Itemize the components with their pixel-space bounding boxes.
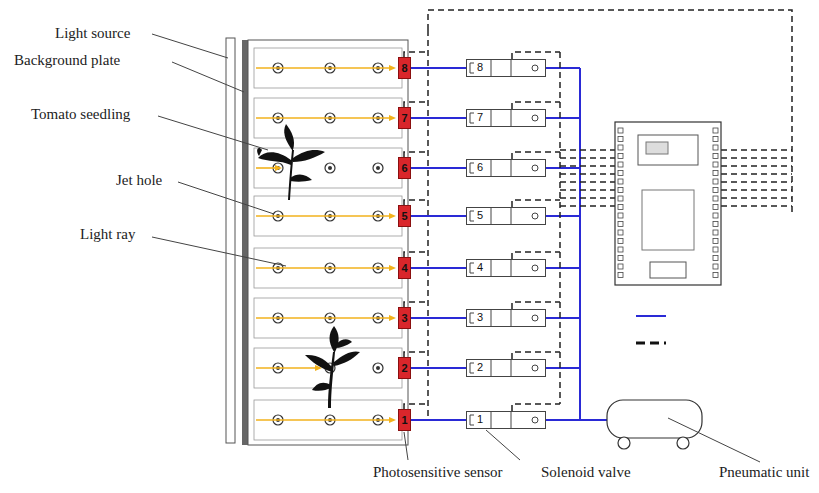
photosensitive-sensor: 4 [398,257,411,279]
tomato-seedling [305,326,360,408]
light-ray-head [389,65,396,71]
sensor-number: 3 [401,312,407,324]
legend-air-line [636,315,666,317]
jet-hole-center [328,166,332,170]
leader-lines [152,34,760,462]
light-ray-head [389,417,396,423]
photosensitive-sensor: 6 [398,157,411,179]
light-ray [256,317,392,319]
row-strip [254,348,402,388]
part-label: Background plate [13,52,121,69]
background-plate [242,40,248,445]
photosensitive-sensor: 2 [398,357,411,379]
valve-number: 6 [477,161,483,173]
part-label: Light source [54,25,131,42]
sensor-number: 5 [401,210,407,222]
sensor-number: 7 [401,112,407,124]
air-line [411,167,466,169]
sensor-number: 1 [401,414,407,426]
solenoid-valve: 4 [466,259,546,277]
light-ray [256,167,278,169]
air-line [411,419,466,421]
photosensitive-sensor: 1 [398,409,411,431]
photosensitive-sensor: 3 [398,307,411,329]
air-line [411,67,466,69]
light-ray-head [389,315,396,321]
air-line [411,215,466,217]
light-source [226,38,235,443]
row-strip [254,98,402,138]
tomato-seedling [257,124,325,200]
light-ray-head [389,265,396,271]
air-line [411,117,466,119]
solenoid-valve: 2 [466,359,546,377]
air-tank [607,400,702,449]
jet-hole-center [376,366,380,370]
valve-number: 2 [477,361,483,373]
row-strip [254,48,402,88]
part-label: Jet hole [115,172,163,189]
valve-number: 7 [477,111,483,123]
light-ray [256,117,392,119]
valve-number: 1 [477,413,483,425]
solenoid-valve: 1 [466,411,546,429]
photosensitive-sensor: 8 [398,57,411,79]
part-label: Tomato seedling [30,106,131,123]
light-ray [256,67,392,69]
photosensitive-sensor: 7 [398,107,411,129]
legend-signal-line [636,342,666,345]
solenoid-valve: 6 [466,159,546,177]
jet-hole-center [376,166,380,170]
row-strip [254,196,402,236]
light-ray-head [389,115,396,121]
photosensitive-sensor: 5 [398,205,411,227]
air-line [411,367,466,369]
jet-hole [325,163,335,173]
light-ray-head [275,165,282,171]
solenoid-valve: 5 [466,207,546,225]
valve-number: 3 [477,311,483,323]
row-strip [254,248,402,288]
sensor-number: 6 [401,162,407,174]
light-ray [256,267,392,269]
air-line [411,267,466,269]
jet-hole [373,363,383,373]
sensor-number: 4 [401,262,407,274]
part-label: Photosensitive sensor [372,464,504,481]
row-strip [254,148,402,188]
light-ray [256,419,392,421]
valve-number: 8 [477,61,483,73]
light-ray-head [389,213,396,219]
part-label: Pneumatic unit [718,464,810,481]
valve-number: 5 [477,209,483,221]
solenoid-valve: 3 [466,309,546,327]
air-line [411,317,466,319]
controller-board [615,122,721,285]
frame [248,40,408,445]
solenoid-valve: 8 [466,59,546,77]
row-strip [254,298,402,338]
light-ray [256,215,392,217]
sensor-number: 2 [401,362,407,374]
part-label: Light ray [79,226,136,243]
sensor-number: 8 [401,62,407,74]
jet-hole [373,163,383,173]
valve-number: 4 [477,261,483,273]
solenoid-valve: 7 [466,109,546,127]
light-ray [256,367,318,369]
row-strip [254,400,402,440]
part-label: Solenoid valve [540,464,632,481]
